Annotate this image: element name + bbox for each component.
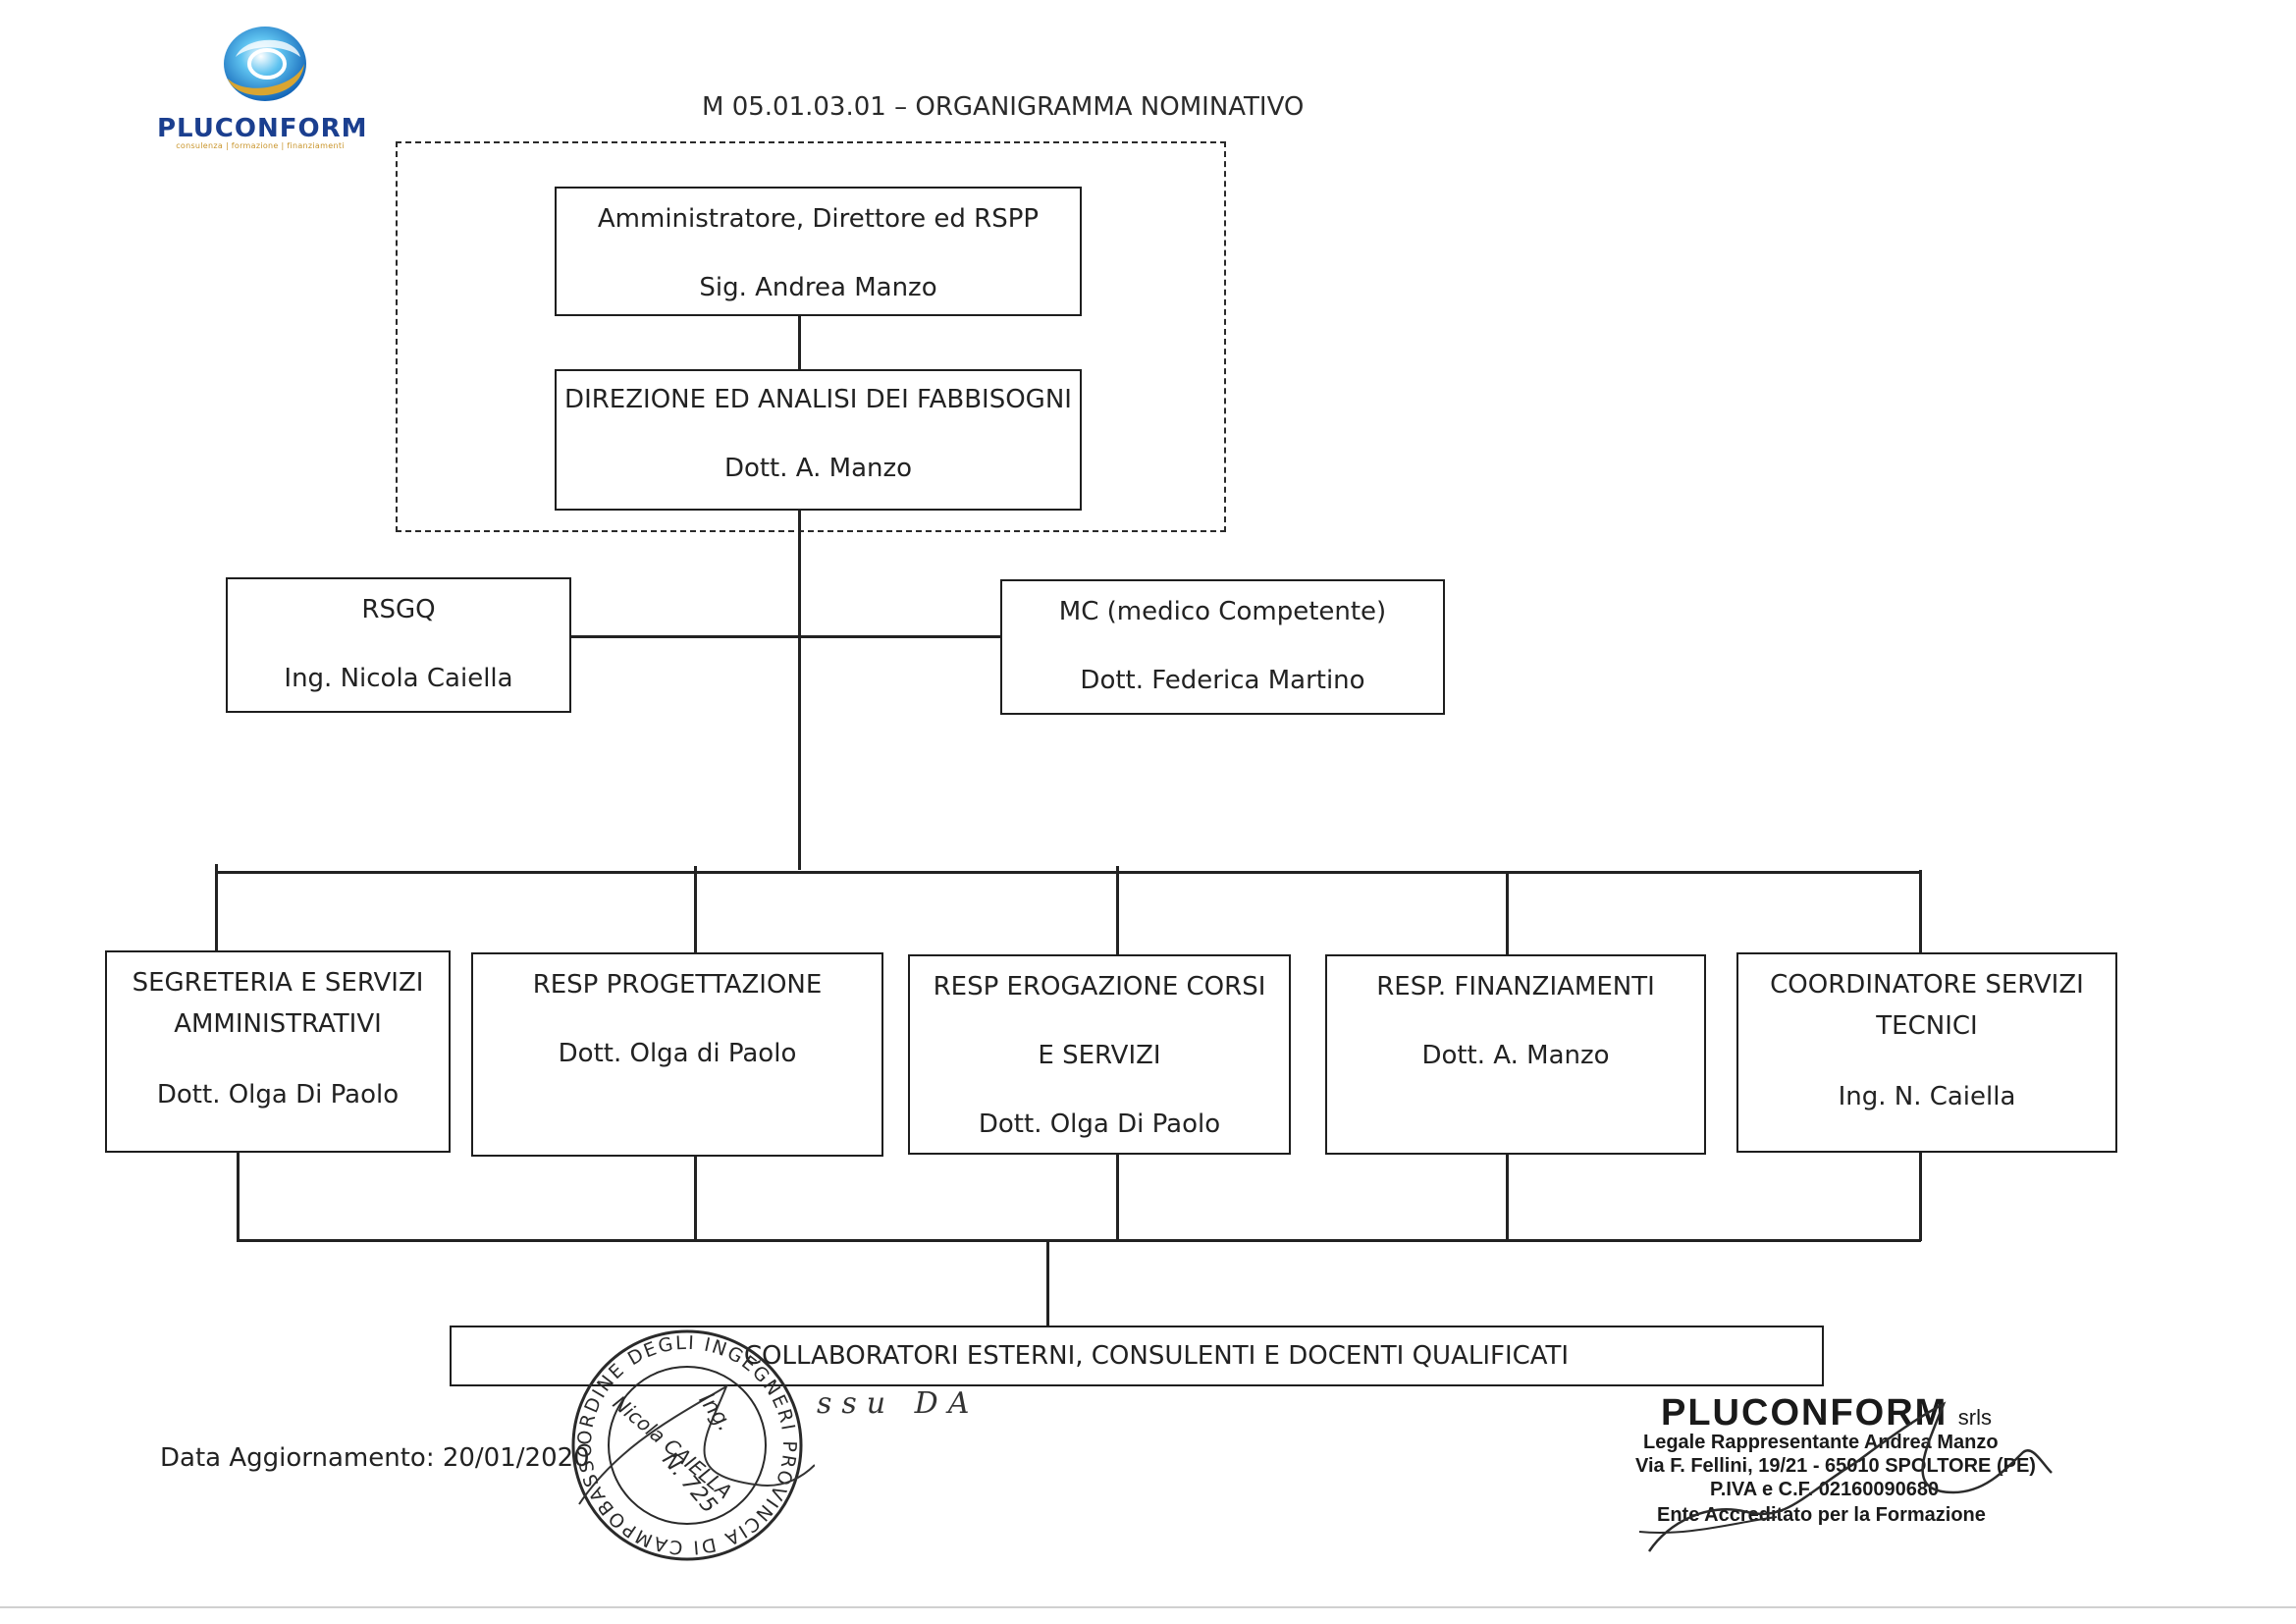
org-box-person: Dott. Olga di Paolo <box>558 1039 797 1068</box>
connector-lower-bus <box>237 1239 1921 1242</box>
org-box-medico-competente: MC (medico Competente) Dott. Federica Ma… <box>1000 579 1445 715</box>
org-box-role: COLLABORATORI ESTERNI, CONSULENTI E DOCE… <box>743 1341 1570 1371</box>
connector-rise-2 <box>694 1157 697 1241</box>
org-box-person: Ing. N. Caiella <box>1838 1082 2016 1111</box>
update-date: Data Aggiornamento: 20/01/2020 <box>160 1443 590 1473</box>
org-box-person: Dott. A. Manzo <box>1421 1041 1610 1070</box>
logo-swirl-icon <box>224 27 306 101</box>
org-box-person: Dott. A. Manzo <box>723 454 913 483</box>
signature-icon <box>1638 1401 2053 1552</box>
org-box-role: MC (medico Competente) <box>1058 597 1387 626</box>
org-box-segreteria: SEGRETERIA E SERVIZI AMMINISTRATIVI Dott… <box>105 950 451 1153</box>
connector-upper-bus <box>215 871 1921 874</box>
org-box-role-line1: RESP. FINANZIAMENTI <box>1376 972 1655 1001</box>
connector-drop-1 <box>215 864 218 952</box>
connector-drop-4 <box>1506 874 1509 956</box>
org-box-coordinatore: COORDINATORE SERVIZI TECNICI Ing. N. Cai… <box>1736 952 2117 1153</box>
org-box-role-line1: SEGRETERIA E SERVIZI <box>132 968 424 998</box>
org-box-rsgq: RSGQ Ing. Nicola Caiella <box>226 577 571 713</box>
stamp-line3: P.IVA e C.F. 02160090680 <box>1710 1479 1940 1500</box>
org-box-role: RSGQ <box>361 595 436 624</box>
connector-rise-4 <box>1506 1155 1509 1241</box>
company-stamp: PLUCONFORM srls Legale Rappresentante An… <box>1629 1392 2061 1540</box>
org-box-erogazione: RESP EROGAZIONE CORSI E SERVIZI Dott. Ol… <box>908 954 1291 1155</box>
stamp-company-suffix: srls <box>1957 1405 1992 1430</box>
connector-rise-5 <box>1919 1153 1922 1241</box>
connector-main-trunk <box>798 509 801 870</box>
document-title: M 05.01.03.01 – ORGANIGRAMMA NOMINATIVO <box>702 92 1305 122</box>
org-box-collaboratori: COLLABORATORI ESTERNI, CONSULENTI E DOCE… <box>450 1326 1824 1386</box>
connector-drop-2 <box>694 866 697 952</box>
org-box-direzione: DIREZIONE ED ANALISI DEI FABBISOGNI Dott… <box>555 369 1082 511</box>
org-box-role-line1: RESP EROGAZIONE CORSI <box>933 972 1266 1001</box>
org-box-progettazione: RESP PROGETTAZIONE Dott. Olga di Paolo <box>471 952 883 1157</box>
org-box-role: Amministratore, Direttore ed RSPP <box>597 204 1040 234</box>
org-box-person: Dott. Federica Martino <box>1080 666 1365 695</box>
connector-rise-1 <box>237 1153 240 1241</box>
org-box-role-line1: RESP PROGETTAZIONE <box>532 970 823 1000</box>
connector-rise-3 <box>1116 1155 1119 1241</box>
org-box-role-line2: E SERVIZI <box>1038 1041 1161 1070</box>
connector-drop-3 <box>1116 866 1119 954</box>
stamp-company-name: PLUCONFORM <box>1661 1392 1949 1434</box>
org-box-person: Sig. Andrea Manzo <box>699 273 937 302</box>
org-box-role-line1: COORDINATORE SERVIZI <box>1770 970 2084 1000</box>
connector-staff-bar <box>569 635 1001 638</box>
page-bottom-rule <box>0 1606 2296 1608</box>
org-box-role: DIREZIONE ED ANALISI DEI FABBISOGNI <box>564 385 1072 414</box>
engineer-seal: ORDINE DEGLI INGEGNERI PROVINCIA DI CAMP… <box>560 1327 816 1563</box>
handwritten-note: ssu DA <box>817 1386 980 1421</box>
connector-drop-5 <box>1919 870 1922 954</box>
connector-to-collaboratori <box>1046 1239 1049 1327</box>
management-group-frame <box>396 141 1226 532</box>
org-box-role-line2: TECNICI <box>1876 1011 1978 1041</box>
connector-admin-direzione <box>798 314 801 371</box>
org-box-amministratore: Amministratore, Direttore ed RSPP Sig. A… <box>555 187 1082 316</box>
stamp-line2: Via F. Fellini, 19/21 - 65010 SPOLTORE (… <box>1635 1455 2036 1477</box>
seal-stamp-icon: ORDINE DEGLI INGEGNERI PROVINCIA DI CAMP… <box>571 1329 816 1561</box>
stamp-line1: Legale Rappresentante Andrea Manzo <box>1643 1432 1999 1453</box>
org-box-role-line2: AMMINISTRATIVI <box>174 1009 382 1039</box>
logo-text: PLUCONFORM <box>157 114 368 143</box>
logo-tagline: consulenza | formazione | finanziamenti <box>176 141 345 150</box>
org-box-person: Dott. Olga Di Paolo <box>156 1080 400 1110</box>
org-box-person: Ing. Nicola Caiella <box>284 664 513 693</box>
org-box-finanziamenti: RESP. FINANZIAMENTI Dott. A. Manzo <box>1325 954 1706 1155</box>
company-logo: PLUCONFORM consulenza | formazione | fin… <box>157 20 368 150</box>
org-box-person: Dott. Olga Di Paolo <box>978 1110 1221 1139</box>
